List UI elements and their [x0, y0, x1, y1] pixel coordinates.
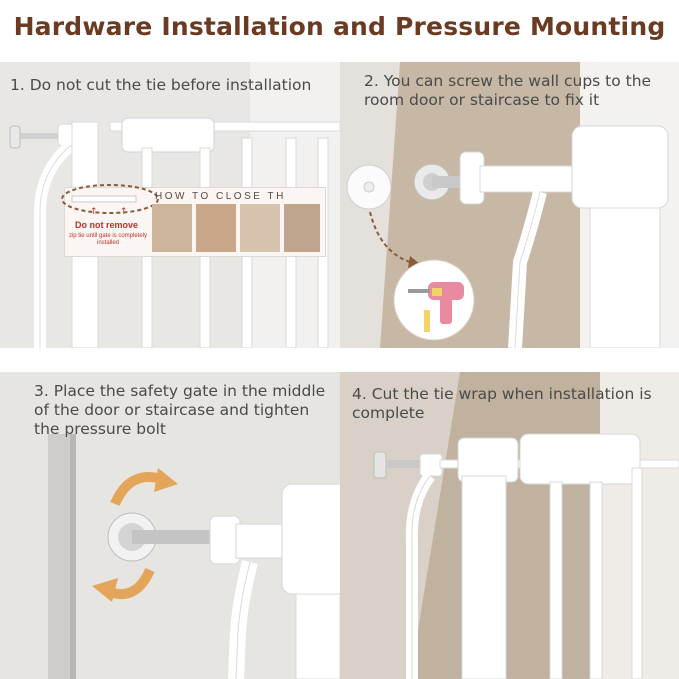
step-4-panel: [340, 372, 679, 679]
label-note: zip tie until gate is completely install…: [68, 233, 148, 246]
step-1-caption: 1. Do not cut the tie before installatio…: [10, 76, 312, 94]
label-photos: ↑ ↑: [61, 184, 320, 252]
gate-tie-cut-illustration: [340, 372, 679, 679]
step-4-caption: 4. Cut the tie wrap when installation is…: [352, 385, 652, 422]
page-title: Hardware Installation and Pressure Mount…: [13, 12, 666, 41]
label-heading: HOW TO CLOSE TH: [155, 191, 286, 202]
pressure-bolt-illustration: [48, 434, 340, 679]
wall-cup-illustration: [340, 62, 679, 348]
step-2-panel: [340, 62, 679, 348]
step-3-panel: [0, 372, 340, 679]
step-3-caption: 3. Place the safety gate in the middle o…: [34, 382, 326, 438]
drill-icon: [393, 259, 475, 341]
step-2-caption: 2. You can screw the wall cups to the ro…: [364, 72, 652, 109]
svg-text:↑: ↑: [90, 207, 98, 217]
dotted-arrow-icon: [369, 211, 411, 263]
svg-text:↑: ↑: [120, 207, 128, 217]
rotate-arrows-icon: [92, 468, 178, 602]
label-warning: Do not remove: [75, 220, 139, 230]
